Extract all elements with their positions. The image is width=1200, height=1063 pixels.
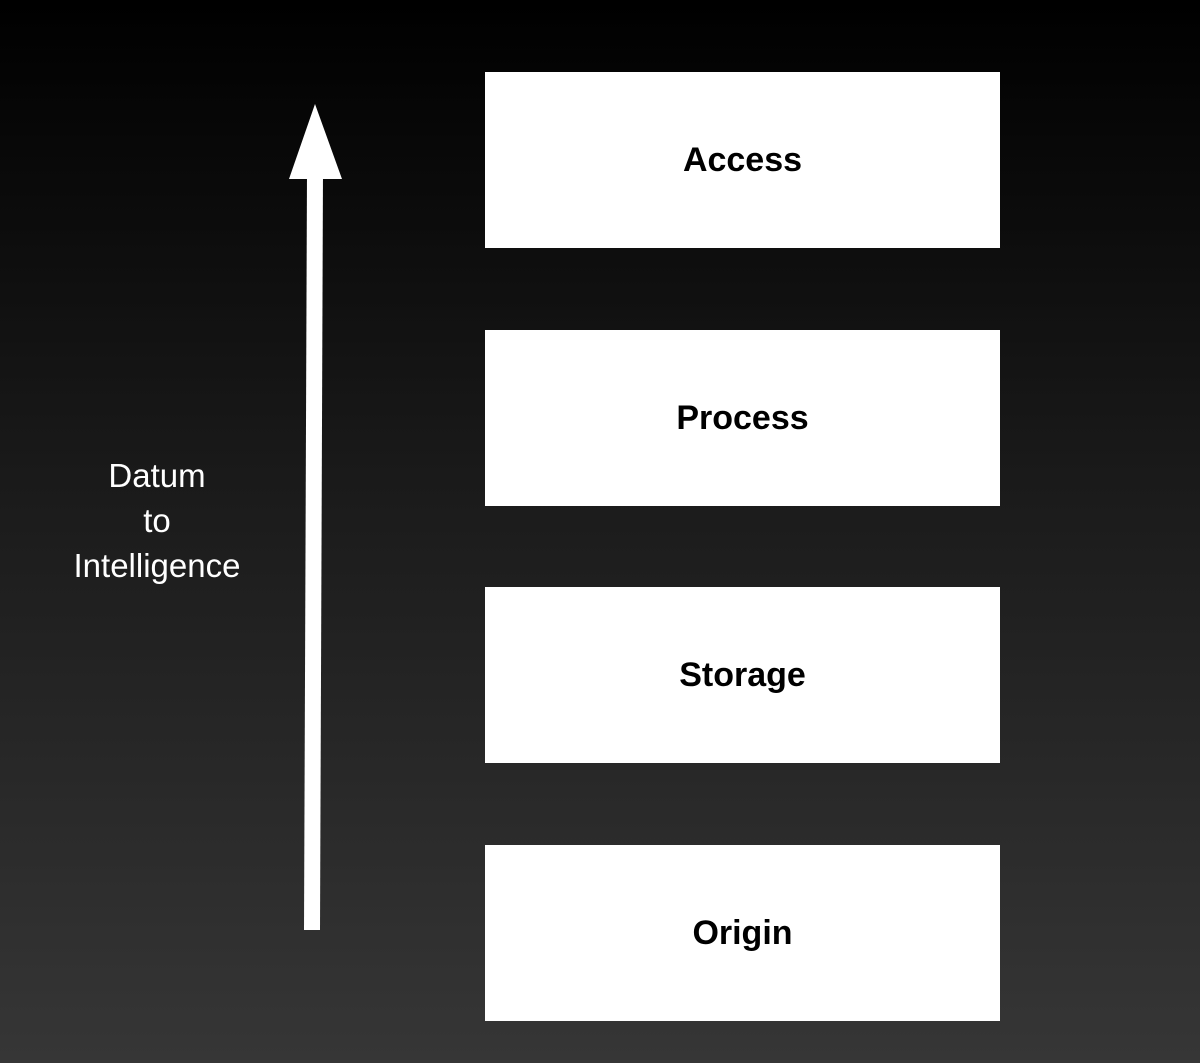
layer-process-box: Process: [485, 330, 1000, 506]
layer-storage-box: Storage: [485, 587, 1000, 763]
layer-storage-label: Storage: [679, 655, 806, 694]
layer-origin-label: Origin: [692, 913, 793, 952]
layer-access-label: Access: [682, 140, 803, 179]
layer-access-box: Access: [485, 72, 1000, 248]
axis-label-line-3: Intelligence: [73, 547, 241, 584]
layer-origin-box: Origin: [485, 845, 1000, 1021]
datum-to-intelligence-label: Datum to Intelligence: [37, 453, 277, 588]
axis-label-line-1: Datum: [108, 457, 206, 494]
arrow-shaft: [304, 169, 323, 931]
arrow-head: [289, 104, 342, 179]
layer-process-label: Process: [676, 398, 809, 437]
axis-label-line-2: to: [143, 502, 171, 539]
